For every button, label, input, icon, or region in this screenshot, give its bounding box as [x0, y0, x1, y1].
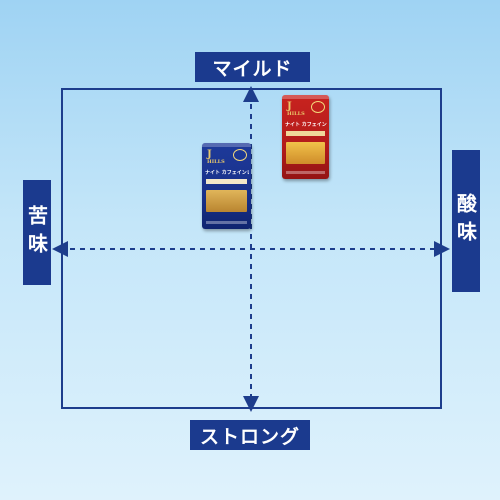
brand-logo: HILLS: [207, 159, 225, 165]
brand-logo: HILLS: [287, 111, 305, 117]
moon-icon: [233, 149, 247, 161]
product-bag-blue[interactable]: J HILLS ナイト カフェインレス: [202, 143, 251, 229]
bag-crimp: [282, 95, 329, 99]
brand-initial: J: [207, 149, 212, 160]
product-name: ナイト カフェインレス: [285, 122, 327, 128]
product-name: ナイト カフェインレス: [205, 170, 249, 176]
product-bag-red[interactable]: J HILLS ナイト カフェインレス: [282, 95, 329, 179]
axis-label-bitterness: 苦味: [23, 180, 51, 285]
label-stripe: [286, 131, 325, 136]
package-footer: [206, 221, 247, 224]
axis-label-acidity: 酸味: [452, 150, 480, 292]
package-illustration: [206, 190, 247, 212]
axis-label-strong: ストロング: [190, 420, 310, 450]
bag-crimp: [202, 143, 251, 147]
brand-initial: J: [287, 101, 292, 112]
axis-label-mild: マイルド: [195, 52, 310, 82]
package-illustration: [286, 142, 325, 164]
moon-icon: [311, 101, 325, 113]
package-footer: [286, 171, 325, 174]
label-stripe: [206, 179, 247, 184]
